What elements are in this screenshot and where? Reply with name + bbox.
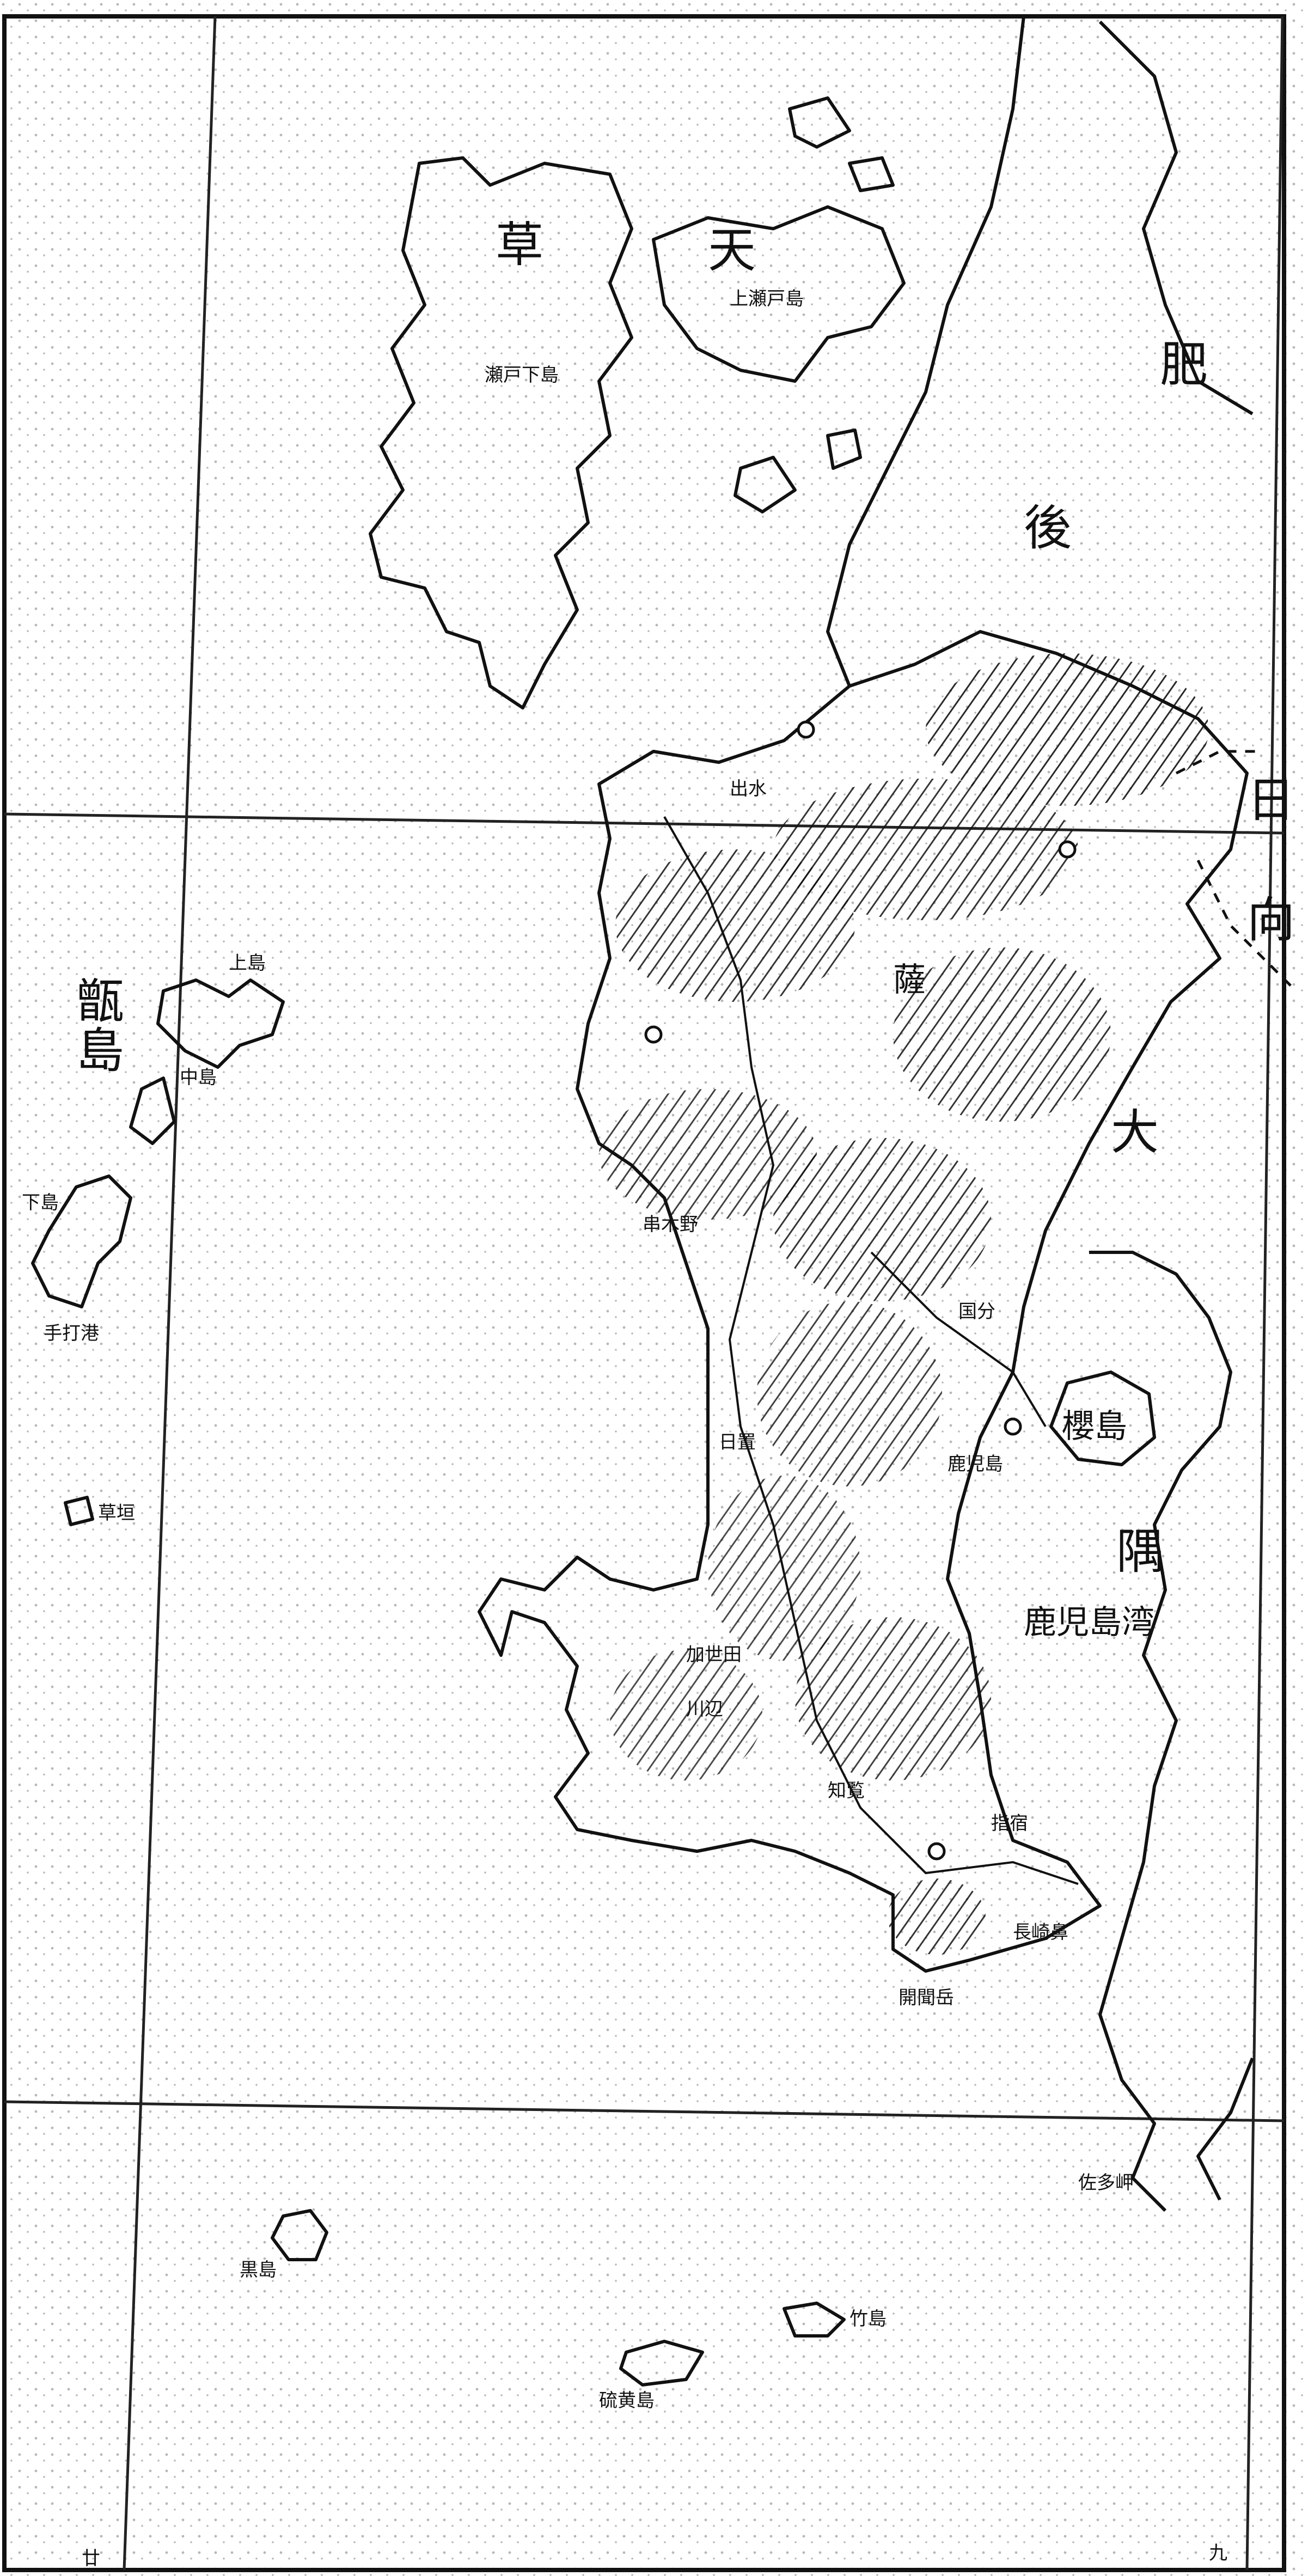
- higo-label-2: 後: [1024, 500, 1072, 556]
- meridian-line-west: [123, 16, 217, 2571]
- place-ibusuki: 指宿: [991, 1813, 1028, 1834]
- satsuma-peninsula-coast: [478, 630, 1249, 1973]
- place-nagasakibana: 長崎鼻: [1013, 1922, 1068, 1943]
- amakusa-kamishima-coast: [652, 205, 906, 383]
- place-chiran: 知覧: [828, 1780, 865, 1802]
- map-frame: [2, 14, 1286, 2572]
- corner-mark-left: 廿: [82, 2548, 100, 2569]
- place-takeshima: 竹島: [849, 2308, 887, 2330]
- kusagaki-coast: [64, 1496, 94, 1526]
- osumi-label-2: 隅: [1116, 1523, 1164, 1580]
- sakurajima-coast: [1049, 1370, 1156, 1466]
- koshiki-label-1: 甑: [76, 974, 124, 1030]
- town-marker: [1058, 840, 1077, 859]
- town-marker: [644, 1025, 663, 1044]
- place-kagoshima-bay: 鹿児島湾: [1024, 1604, 1154, 1642]
- place-sata: 佐多岬: [1078, 2172, 1134, 2194]
- place-kamishima-seto: 上瀬戸島: [730, 288, 804, 310]
- higo-coast: [826, 16, 1025, 687]
- place-shimojima: 下島: [22, 1192, 59, 1214]
- mountain-relief: [599, 653, 1209, 1955]
- main-road: [663, 816, 1079, 1885]
- iojima-coast: [619, 2340, 704, 2387]
- place-kagoshima-city: 鹿児島: [948, 1453, 1003, 1475]
- sakurajima-label: 櫻島: [1062, 1408, 1127, 1446]
- place-iojima: 硫黄島: [599, 2390, 655, 2412]
- parallel-line-south: [4, 2100, 1285, 2122]
- place-kamijima: 上島: [229, 952, 266, 974]
- amakusa-small-islets: [734, 96, 895, 513]
- koshiki-label-2: 島: [76, 1023, 124, 1079]
- town-marker: [927, 1842, 946, 1861]
- osumi-label-1: 大: [1111, 1104, 1159, 1160]
- province-boundary: [1175, 750, 1297, 992]
- place-izumi: 出水: [730, 778, 767, 800]
- takeshima-coast: [783, 2302, 846, 2338]
- kuroshima-coast: [271, 2209, 328, 2261]
- place-kusagaki: 草垣: [98, 1502, 135, 1524]
- osumi-coast: [1089, 1251, 1232, 2212]
- koshiki-islands-coast: [31, 978, 285, 1308]
- place-kokubu: 国分: [958, 1301, 995, 1323]
- branch-road: [870, 1251, 1047, 1428]
- amakusa-label-2: 草: [496, 217, 543, 273]
- osumi-east-coast: [1196, 2057, 1254, 2201]
- place-kuroshima: 黒島: [240, 2259, 277, 2281]
- corner-mark-right: 九: [1209, 2542, 1227, 2564]
- place-teuchi: 手打港: [44, 1323, 99, 1344]
- hyuga-label-2: 向: [1247, 892, 1295, 948]
- place-kaseda: 加世田: [686, 1644, 742, 1666]
- place-satsuma: 薩: [893, 961, 926, 999]
- place-kushikino: 串木野: [643, 1214, 698, 1235]
- amakusa-label-1: 天: [708, 222, 756, 278]
- higo-label-1: 肥: [1160, 336, 1208, 393]
- place-kawabe: 川辺: [686, 1698, 723, 1720]
- place-kaimon: 開聞岳: [899, 1987, 954, 2009]
- amakusa-shimoshima-coast: [369, 156, 633, 709]
- town-marker: [797, 720, 815, 739]
- place-shimo-seto: 瀬戸下島: [485, 364, 559, 386]
- town-marker: [1004, 1417, 1022, 1436]
- meridian-line-east: [1245, 16, 1284, 2571]
- hyuga-label-1: 日: [1247, 772, 1295, 828]
- higo-peninsula-coast: [1098, 20, 1254, 415]
- place-hioki: 日置: [719, 1431, 756, 1453]
- place-nakajima: 中島: [180, 1067, 217, 1088]
